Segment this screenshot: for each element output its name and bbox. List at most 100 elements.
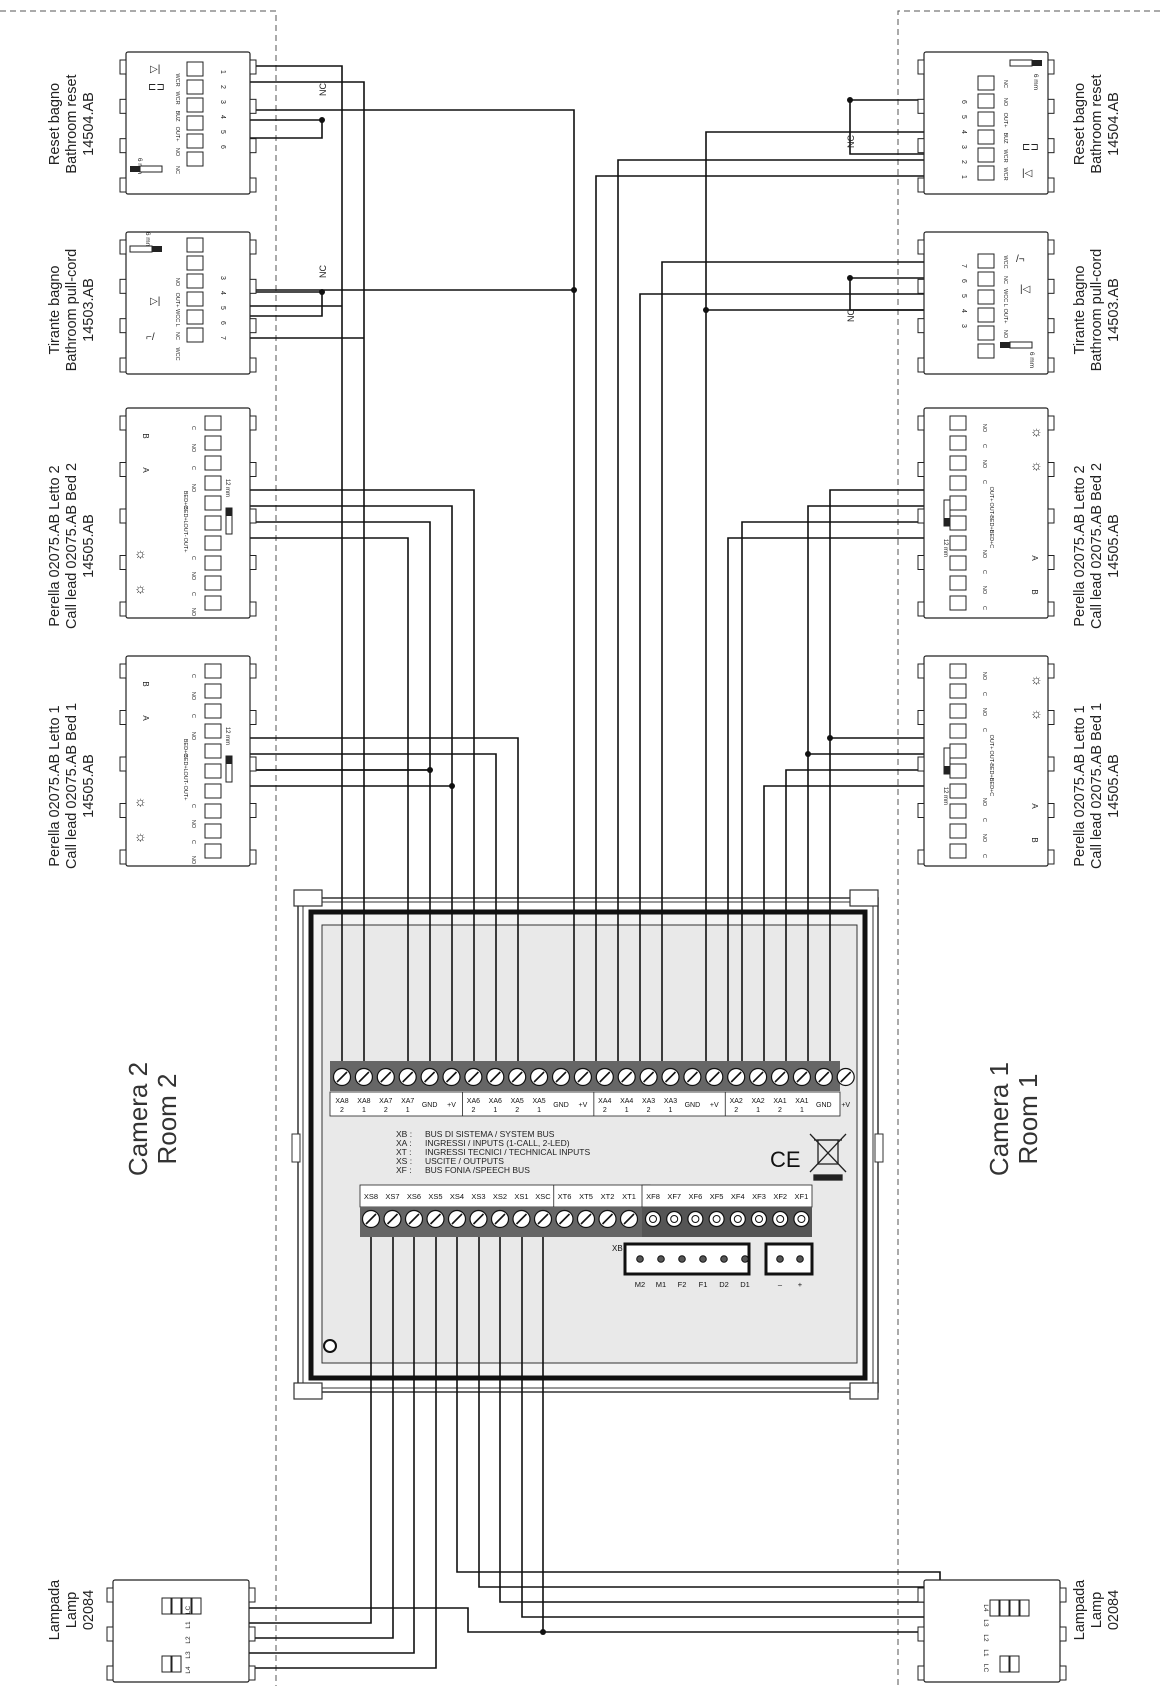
wire	[595, 175, 926, 1068]
legend: XB : BUS DI SISTEMA / SYSTEM BUS XA : IN…	[396, 1129, 590, 1175]
terminal-label: XT2	[601, 1192, 615, 1201]
lamp-icon: ☼	[1030, 457, 1043, 473]
screw-slot	[386, 1213, 399, 1225]
screw-slot	[445, 1071, 458, 1083]
terminal-text: NO	[190, 692, 196, 701]
terminal-text: C	[190, 714, 196, 718]
strip-length: 6 mm	[1028, 352, 1035, 368]
screw-slot	[555, 1071, 567, 1083]
terminal-text: WCC L	[174, 309, 180, 327]
wire	[741, 521, 926, 1068]
junction-dot	[449, 783, 455, 789]
terminal-text: WCR	[174, 73, 180, 86]
wire	[240, 737, 519, 1068]
device-label-line1: Perella 02075.AB Letto 2	[47, 465, 63, 627]
terminal-box	[977, 75, 995, 91]
terminal-text: NO	[981, 550, 987, 559]
terminal-number: 2	[219, 85, 226, 89]
terminal-text: C	[190, 840, 196, 844]
terminal-box	[186, 273, 204, 289]
terminal-text: L3	[185, 1651, 192, 1659]
terminal-label: +V	[841, 1102, 850, 1109]
channel-label: B	[1030, 837, 1039, 842]
terminal-label: XF2	[773, 1192, 787, 1201]
right-bed1-label: Perella 02075.AB Letto 1 Call lead 02075…	[1072, 681, 1124, 891]
terminal-text: C	[981, 854, 987, 858]
device-label-line3: 14505.AB	[1106, 754, 1122, 818]
terminal-text: LC	[982, 1664, 989, 1673]
terminal-number: 3	[219, 276, 226, 280]
terminal-number: 4	[960, 130, 967, 134]
terminal-label: XT1	[622, 1192, 636, 1201]
xb-pin-label: D1	[740, 1280, 750, 1289]
terminal-box	[949, 743, 967, 759]
terminal-box	[949, 783, 967, 799]
terminal-text: L4	[982, 1604, 989, 1612]
terminal-label: XA2	[730, 1098, 743, 1105]
legend-text: USCITE / OUTPUTS	[425, 1156, 504, 1166]
device-label-line1: Tirante bagno	[47, 265, 63, 355]
terminal-box	[949, 515, 967, 531]
control-unit	[291, 889, 884, 1400]
speech-terminal-core	[691, 1215, 700, 1223]
device-label-line3: 14505.AB	[81, 754, 97, 818]
xb-pin	[776, 1255, 784, 1263]
led-icon: |◁	[1022, 168, 1033, 179]
cord-switch-icon: ⌐/	[146, 332, 155, 343]
terminal-sub: 1	[493, 1107, 497, 1114]
terminal-label: XA7	[379, 1098, 392, 1105]
right-reset-label: Reset bagno Bathroom reset 14504.AB	[1072, 59, 1124, 189]
terminal-box	[204, 475, 222, 491]
top-terminal-strip: XA82XA81XA72XA71GND+VXA62XA61XA52XA51GND…	[329, 1061, 855, 1117]
terminal-text: C	[981, 606, 987, 610]
device-label-line1: Perella 02075.AB Letto 1	[47, 705, 63, 867]
terminal-text: C	[190, 592, 196, 596]
terminal-text: BED+L	[988, 515, 994, 533]
xb-connector-main	[623, 1242, 751, 1276]
right-lamp-label: Lampada Lamp 02084	[1072, 1570, 1124, 1650]
screw-slot	[818, 1071, 830, 1083]
terminal-text: WCC	[174, 347, 180, 360]
screw-slot	[537, 1213, 549, 1225]
xb-pin-label: –	[778, 1280, 783, 1289]
strip-length: 12 mm	[942, 787, 948, 805]
xb-pin	[741, 1255, 749, 1263]
terminal-box	[204, 783, 222, 799]
screw-slot	[467, 1071, 479, 1083]
device-label-line3: 14505.AB	[81, 514, 97, 578]
terminal-text: BED+C	[182, 491, 188, 510]
terminal-box	[949, 555, 967, 571]
terminal-sub: 2	[471, 1107, 475, 1114]
terminal-box	[977, 289, 995, 305]
lamp-icon: ☼	[134, 580, 147, 596]
terminal-label: XF3	[752, 1192, 766, 1201]
wire	[785, 769, 926, 1068]
wire-nc-loop	[849, 99, 926, 155]
terminal-box	[204, 515, 222, 531]
room-1-label: Camera 1 Room 1	[984, 1049, 1043, 1189]
wire	[661, 261, 926, 1068]
terminal-box	[949, 763, 967, 779]
screw-slot	[643, 1071, 655, 1083]
device-label-line2: Call lead 02075.AB Bed 2	[1089, 462, 1105, 630]
terminal-text: L2	[982, 1634, 989, 1642]
terminal-label: XA6	[467, 1098, 480, 1105]
screw-slot	[408, 1213, 420, 1225]
device-label-line1: Lampada	[1072, 1579, 1088, 1641]
terminal-number: 6	[219, 321, 226, 325]
room-2-boundary	[0, 10, 277, 1686]
wire	[240, 505, 453, 1068]
terminal-label: XA4	[598, 1098, 611, 1105]
screw-slot	[358, 1071, 370, 1083]
channel-label: B	[1030, 589, 1039, 594]
terminal-box	[186, 151, 204, 167]
terminal-box	[949, 415, 967, 431]
terminal-text: L3	[982, 1619, 989, 1627]
wire	[829, 489, 926, 1068]
terminal-box	[204, 683, 222, 699]
screw-slot	[708, 1071, 720, 1083]
terminal-number: 5	[960, 294, 967, 298]
terminal-box	[977, 343, 995, 359]
screw-slot	[686, 1071, 698, 1083]
